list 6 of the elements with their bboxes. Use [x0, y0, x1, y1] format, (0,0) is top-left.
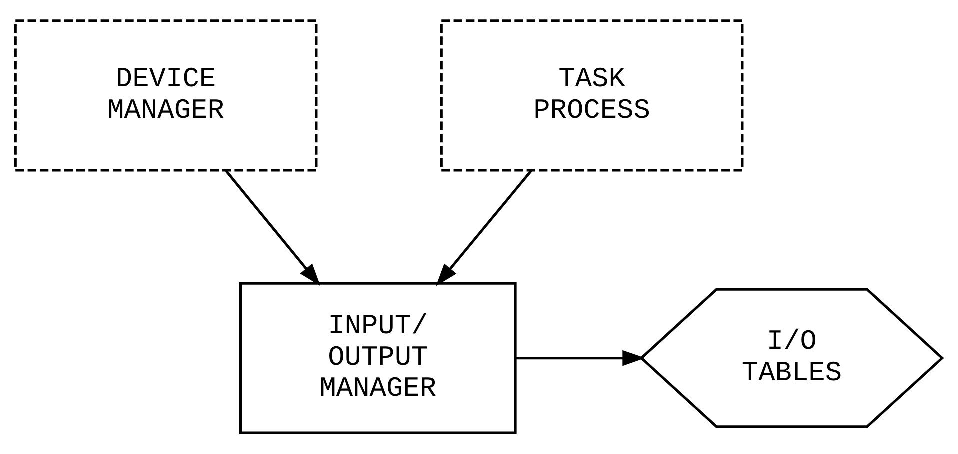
node-box: DEVICE MANAGER — [14, 20, 318, 172]
arrow — [436, 170, 532, 286]
arrow — [516, 350, 646, 366]
arrow — [225, 170, 321, 286]
node-box: INPUT/ OUTPUT MANAGER — [239, 282, 517, 434]
node-box: TASK PROCESS — [440, 20, 744, 172]
